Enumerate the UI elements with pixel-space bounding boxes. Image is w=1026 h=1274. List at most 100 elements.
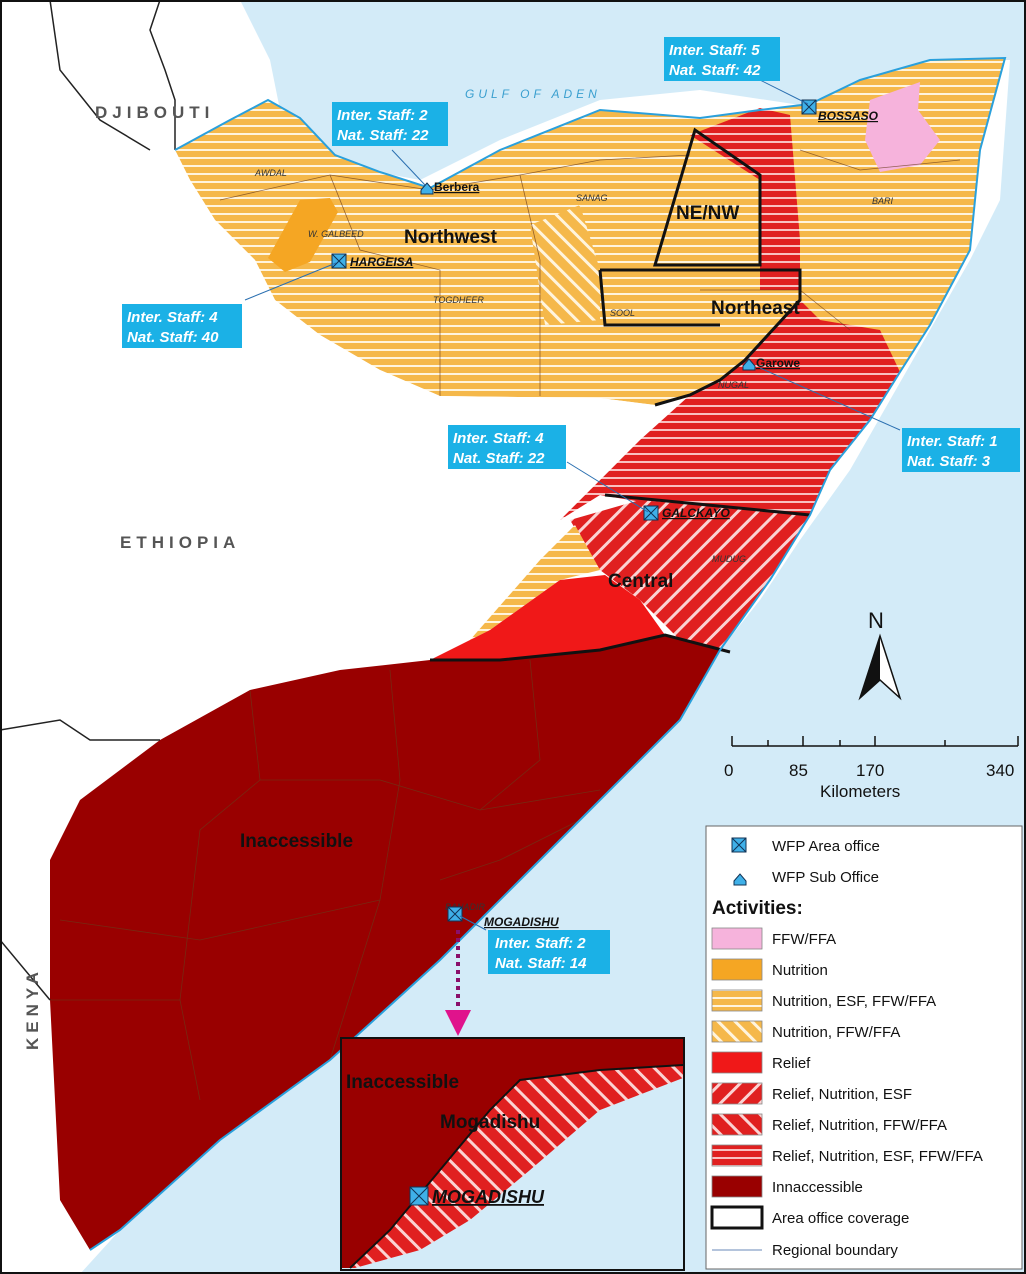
zone-ffw-ffa-bari bbox=[865, 82, 940, 172]
office-name-hargeisa: HARGEISA bbox=[350, 255, 413, 269]
inset-office-name: MOGADISHU bbox=[432, 1187, 545, 1207]
svg-text:Inter. Staff: 2: Inter. Staff: 2 bbox=[337, 107, 428, 124]
scale-tick-85: 85 bbox=[789, 761, 808, 780]
staff-callout-bossaso: Inter. Staff: 5 Nat. Staff: 42 bbox=[664, 37, 780, 81]
legend-sub-office-icon bbox=[733, 873, 747, 886]
zone-relief-nutrition-esf-ffw bbox=[690, 108, 800, 290]
region-mudug: MUDUG bbox=[712, 554, 746, 564]
legend-sub-office-label: WFP Sub Office bbox=[772, 869, 879, 886]
legend-swatch-coverage bbox=[710, 1205, 764, 1230]
svg-text:Inter. Staff: 5: Inter. Staff: 5 bbox=[669, 42, 760, 59]
legend-area-office-label: WFP Area office bbox=[772, 838, 880, 855]
area-office-coverage bbox=[0, 0, 811, 1274]
legend: WFP Area office WFP Sub Office Activitie… bbox=[705, 825, 1023, 1270]
callout-leaders bbox=[244, 78, 901, 931]
legend-label-nutrition-esf-ffw: Nutrition, ESF, FFW/FFA bbox=[772, 993, 936, 1010]
legend-swatch-relief-nutrition-esf bbox=[711, 1082, 763, 1105]
region-banadir: BANADIR bbox=[445, 902, 486, 912]
legend-label-nutrition: Nutrition bbox=[772, 962, 828, 979]
legend-swatch-relief bbox=[711, 1051, 763, 1074]
zone-label-nenw: NE/NW bbox=[676, 203, 739, 224]
country-label-kenya: KENYA bbox=[23, 967, 42, 1050]
zone-relief bbox=[430, 575, 665, 660]
zone-label-central: Central bbox=[608, 571, 673, 592]
region-sool: SOOL bbox=[610, 308, 635, 318]
north-arrow-label: N bbox=[868, 608, 884, 633]
inset-arrow-head bbox=[445, 1010, 471, 1036]
scale-tick-0: 0 bbox=[724, 761, 733, 780]
office-name-galkayo: GALCKAYO bbox=[662, 506, 730, 520]
sub-office-marker-garowe[interactable] bbox=[742, 358, 756, 371]
staff-callout-galkayo: Inter. Staff: 4 Nat. Staff: 22 bbox=[448, 425, 566, 469]
region-wgalbeed: W. GALBEED bbox=[308, 229, 364, 239]
coastline bbox=[89, 56, 1007, 1251]
svg-text:Inter. Staff: 4: Inter. Staff: 4 bbox=[453, 430, 544, 447]
svg-text:Nat. Staff: 42: Nat. Staff: 42 bbox=[669, 62, 761, 79]
mogadishu-inset: Inaccessible Mogadishu MOGADISHU bbox=[340, 1037, 685, 1271]
north-arrow: N bbox=[858, 608, 902, 701]
zone-nutrition-ffw-sanag bbox=[530, 205, 600, 325]
legend-activities-title: Activities: bbox=[712, 898, 803, 919]
legend-label-coverage: Area office coverage bbox=[772, 1210, 909, 1227]
office-name-bossaso: BOSSASO bbox=[818, 109, 879, 123]
zone-central-nutrition bbox=[470, 525, 600, 640]
legend-label-inaccessible: Innaccessible bbox=[772, 1179, 863, 1196]
region-awdal: AWDAL bbox=[254, 168, 287, 178]
ethiopia-land bbox=[0, 0, 655, 760]
office-marker-galkayo[interactable] bbox=[643, 505, 659, 521]
legend-swatch-relief-nutrition-ffw bbox=[711, 1113, 763, 1136]
staff-callout-garowe: Inter. Staff: 1 Nat. Staff: 3 bbox=[902, 428, 1020, 472]
scale-tick-340: 340 bbox=[986, 761, 1014, 780]
svg-text:Nat. Staff: 22: Nat. Staff: 22 bbox=[453, 450, 545, 467]
legend-label-relief: Relief bbox=[772, 1055, 811, 1072]
svg-text:Inter. Staff: 2: Inter. Staff: 2 bbox=[495, 935, 586, 952]
zone-label-northwest: Northwest bbox=[404, 227, 498, 248]
inset-label-inaccessible: Inaccessible bbox=[346, 1072, 459, 1093]
region-nugal: NUGAL bbox=[718, 380, 749, 390]
svg-text:Nat. Staff: 40: Nat. Staff: 40 bbox=[127, 329, 219, 346]
svg-text:Inter. Staff: 1: Inter. Staff: 1 bbox=[907, 433, 998, 450]
legend-label-relief-nutrition-esf: Relief, Nutrition, ESF bbox=[772, 1086, 912, 1103]
scale-tick-170: 170 bbox=[856, 761, 884, 780]
sub-office-name-berbera: Berbera bbox=[434, 180, 480, 194]
sub-office-marker-berbera[interactable] bbox=[420, 182, 434, 195]
region-sanag: SANAG bbox=[576, 193, 608, 203]
staff-callout-berbera: Inter. Staff: 2 Nat. Staff: 22 bbox=[332, 102, 448, 146]
office-name-mogadishu: MOGADISHU bbox=[484, 915, 559, 929]
svg-text:Nat. Staff: 14: Nat. Staff: 14 bbox=[495, 955, 587, 972]
office-marker-hargeisa[interactable] bbox=[331, 253, 347, 269]
country-label-djibouti: DJIBOUTI bbox=[95, 103, 214, 122]
country-borders bbox=[0, 0, 176, 1001]
svg-text:Nat. Staff: 3: Nat. Staff: 3 bbox=[907, 453, 991, 470]
legend-swatch-relief-nutrition-esf-ffw bbox=[711, 1144, 763, 1167]
legend-label-boundary: Regional boundary bbox=[772, 1242, 898, 1259]
staff-callout-hargeisa: Inter. Staff: 4 Nat. Staff: 40 bbox=[122, 304, 242, 348]
legend-swatch-nutrition-ffw bbox=[711, 1020, 763, 1043]
inset-label-mogadishu: Mogadishu bbox=[440, 1112, 540, 1133]
region-togdheer: TOGDHEER bbox=[433, 295, 484, 305]
svg-text:Nat. Staff: 22: Nat. Staff: 22 bbox=[337, 127, 429, 144]
legend-swatch-nutrition-esf-ffw bbox=[711, 989, 763, 1012]
region-bari: BARI bbox=[872, 196, 894, 206]
zone-central-relief-esf bbox=[570, 500, 810, 650]
sub-office-name-garowe: Garowe bbox=[756, 356, 800, 370]
country-label-ethiopia: ETHIOPIA bbox=[120, 533, 240, 552]
regional-boundaries bbox=[50, 149, 961, 1101]
legend-swatch-nutrition bbox=[711, 958, 763, 981]
zone-label-northeast: Northeast bbox=[711, 298, 800, 319]
zone-inaccessible bbox=[50, 635, 720, 1250]
legend-swatch-ffw-ffa bbox=[711, 927, 763, 950]
legend-swatch-inaccessible bbox=[711, 1175, 763, 1198]
zone-nutrition-wgalbeed bbox=[268, 198, 338, 272]
office-marker-mogadishu[interactable] bbox=[447, 906, 463, 922]
staff-callout-mogadishu: Inter. Staff: 2 Nat. Staff: 14 bbox=[488, 930, 610, 974]
sea-label: GULF OF ADEN bbox=[465, 87, 601, 101]
legend-label-ffw-ffa: FFW/FFA bbox=[772, 931, 836, 948]
zone-label-inaccessible: Inaccessible bbox=[240, 831, 353, 852]
legend-label-relief-nutrition-esf-ffw: Relief, Nutrition, ESF, FFW/FFA bbox=[772, 1148, 983, 1165]
scale-unit: Kilometers bbox=[820, 782, 900, 801]
scale-bar: 0 85 170 340 Kilometers bbox=[724, 736, 1019, 801]
legend-label-nutrition-ffw: Nutrition, FFW/FFA bbox=[772, 1024, 900, 1041]
